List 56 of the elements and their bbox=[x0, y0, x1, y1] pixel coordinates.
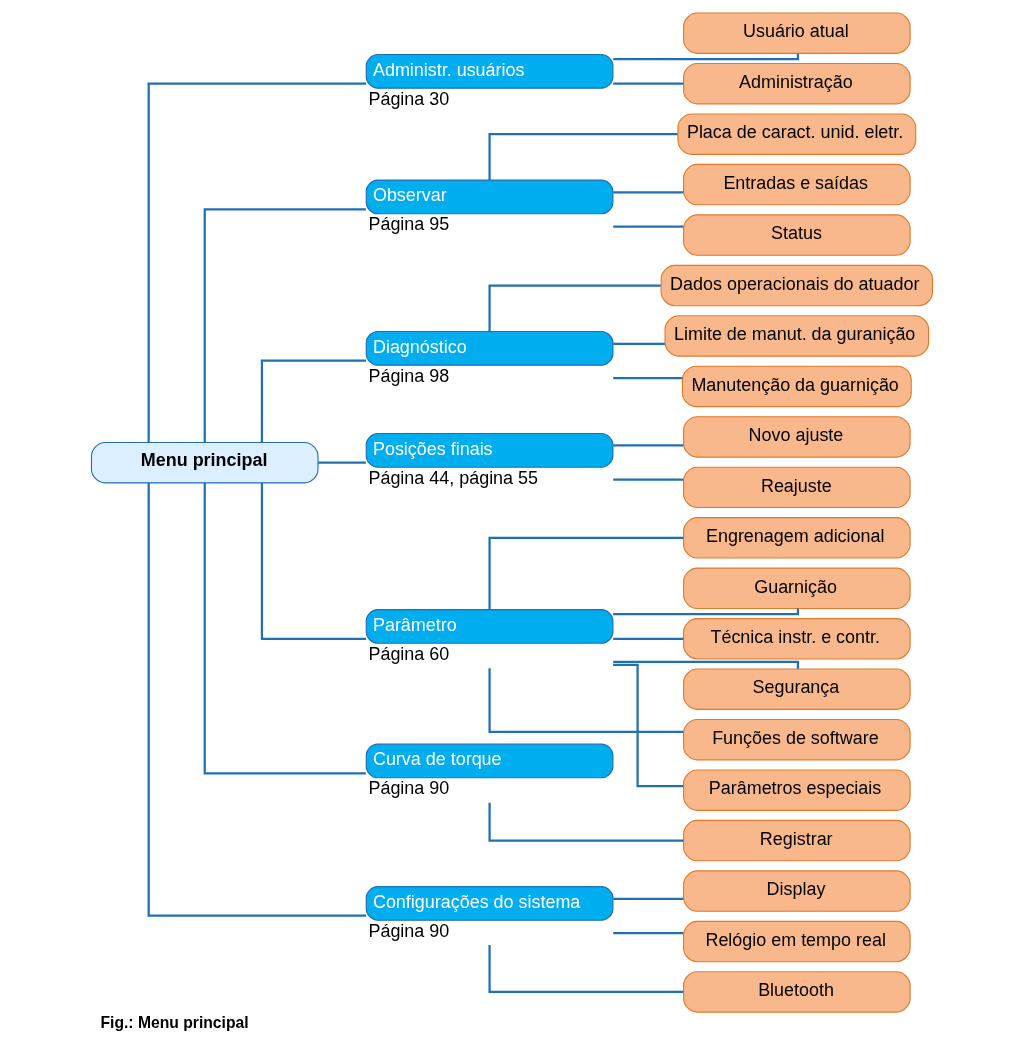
node-label: Página 44, página 55 bbox=[368, 467, 539, 488]
node-box: Manutenção da guarnição bbox=[681, 365, 912, 408]
connector bbox=[203, 208, 366, 443]
connector bbox=[488, 536, 684, 610]
node-box: Novo ajuste bbox=[683, 416, 911, 458]
node-box: Parâmetros especiais bbox=[683, 769, 911, 811]
node-box: Menu principal bbox=[90, 441, 319, 484]
connector bbox=[147, 82, 366, 443]
node-label: Página 60 bbox=[368, 643, 450, 664]
node-label: Página 30 bbox=[368, 88, 450, 109]
connector bbox=[613, 342, 665, 345]
node-box: Status bbox=[683, 214, 911, 256]
connector bbox=[613, 376, 683, 380]
connector bbox=[613, 897, 684, 901]
connector bbox=[488, 133, 678, 180]
node-label: Página 95 bbox=[368, 214, 450, 235]
connector bbox=[613, 82, 684, 85]
connector bbox=[488, 284, 661, 332]
connector bbox=[488, 668, 684, 733]
node-box: Guarnição bbox=[683, 567, 911, 610]
connector bbox=[260, 359, 367, 443]
node-box: Técnica instr. e contr. bbox=[683, 618, 911, 660]
node-label: Página 90 bbox=[368, 778, 450, 799]
connector bbox=[613, 932, 684, 935]
node-box: Relógio em tempo real bbox=[683, 920, 911, 963]
connector bbox=[260, 482, 367, 640]
node-box: Registrar bbox=[683, 819, 911, 862]
connector bbox=[613, 478, 684, 481]
node-box: Display bbox=[683, 870, 911, 912]
connector bbox=[613, 663, 684, 788]
node-box: Administração bbox=[683, 62, 911, 105]
node-label: Página 98 bbox=[368, 365, 450, 386]
node-box: Usuário atual bbox=[683, 12, 911, 54]
node-box: Entradas e saídas bbox=[683, 163, 911, 206]
node-box: Reajuste bbox=[683, 466, 911, 509]
caption: Fig.: Menu principal bbox=[100, 1014, 249, 1032]
connector bbox=[613, 637, 684, 640]
node-box: Engrenagem adicional bbox=[683, 517, 911, 559]
node-label: Página 90 bbox=[368, 920, 450, 941]
connector bbox=[488, 945, 684, 994]
node-box: Segurança bbox=[683, 668, 911, 710]
node-box: Bluetooth bbox=[683, 971, 911, 1013]
connector bbox=[613, 444, 684, 447]
connector bbox=[613, 608, 800, 616]
connector bbox=[147, 483, 366, 917]
connector bbox=[613, 53, 800, 61]
connector bbox=[318, 461, 366, 464]
connector bbox=[203, 483, 366, 775]
connector bbox=[488, 802, 684, 842]
node-box: Funções de software bbox=[683, 718, 911, 761]
connector bbox=[613, 191, 684, 194]
node-box: Dados operacionais do atuador bbox=[660, 264, 934, 307]
node-box: Limite de manut. da guranição bbox=[664, 315, 930, 357]
node-box: Placa de caract. unid. eletr. bbox=[677, 113, 917, 155]
connector bbox=[613, 225, 684, 228]
connector bbox=[613, 660, 800, 669]
